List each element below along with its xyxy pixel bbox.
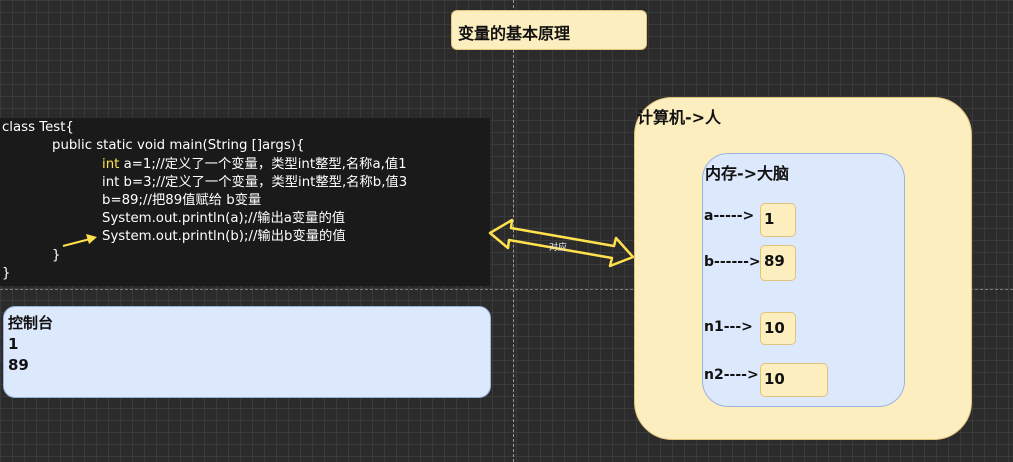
var-value-n2: 10 bbox=[760, 363, 828, 397]
code-block: class Test{ public static void main(Stri… bbox=[0, 118, 490, 286]
console-panel: 控制台 1 89 bbox=[3, 306, 491, 398]
double-arrow-icon bbox=[488, 218, 635, 268]
horizontal-guide-line bbox=[0, 289, 1013, 290]
code-line-close-main: } bbox=[52, 248, 61, 263]
code-line-int-a: int a=1;//定义了一个变量，类型int整型,名称a,值1 bbox=[102, 155, 407, 174]
code-line-close-class: } bbox=[2, 266, 11, 281]
memory-title: 内存->大脑 bbox=[705, 164, 790, 183]
code-line-assign-b: b=89;//把89值赋给 b变量 bbox=[102, 193, 262, 208]
code-line-main: public static void main(String []args){ bbox=[52, 138, 305, 153]
code-keyword-int: int bbox=[102, 157, 120, 172]
memory-box: 内存->大脑 a-----> 1 b------> 89 n1---> 10 n… bbox=[702, 153, 905, 407]
var-value-a: 1 bbox=[760, 203, 796, 237]
code-line-int-a-rest: a=1;//定义了一个变量，类型int整型,名称a,值1 bbox=[119, 157, 407, 172]
console-output-line: 1 bbox=[8, 335, 19, 353]
code-line-print-a: System.out.println(a);//输出a变量的值 bbox=[102, 211, 346, 226]
var-label-n1: n1---> bbox=[704, 319, 753, 335]
code-line-int-b: int b=3;//定义了一个变量，类型int整型,名称b,值3 bbox=[102, 175, 408, 190]
var-value-n1: 10 bbox=[760, 312, 796, 345]
code-line-print-b: System.out.println(b);//输出b变量的值 bbox=[102, 229, 346, 244]
diagram-title: 变量的基本原理 bbox=[451, 10, 647, 50]
pointer-arrow bbox=[62, 234, 97, 247]
code-line-class: class Test{ bbox=[2, 120, 74, 135]
var-value-b: 89 bbox=[760, 245, 796, 281]
console-output-line: 89 bbox=[8, 356, 29, 374]
console-title: 控制台 bbox=[8, 314, 54, 332]
var-label-b: b------> bbox=[704, 254, 761, 270]
computer-title: 计算机->人 bbox=[637, 108, 722, 127]
computer-box: 计算机->人 内存->大脑 a-----> 1 b------> 89 n1--… bbox=[634, 97, 972, 440]
vertical-guide-line bbox=[513, 0, 514, 462]
var-label-a: a-----> bbox=[704, 208, 755, 224]
var-label-n2: n2----> bbox=[704, 367, 759, 383]
arrow-label: 对应 bbox=[549, 243, 568, 253]
